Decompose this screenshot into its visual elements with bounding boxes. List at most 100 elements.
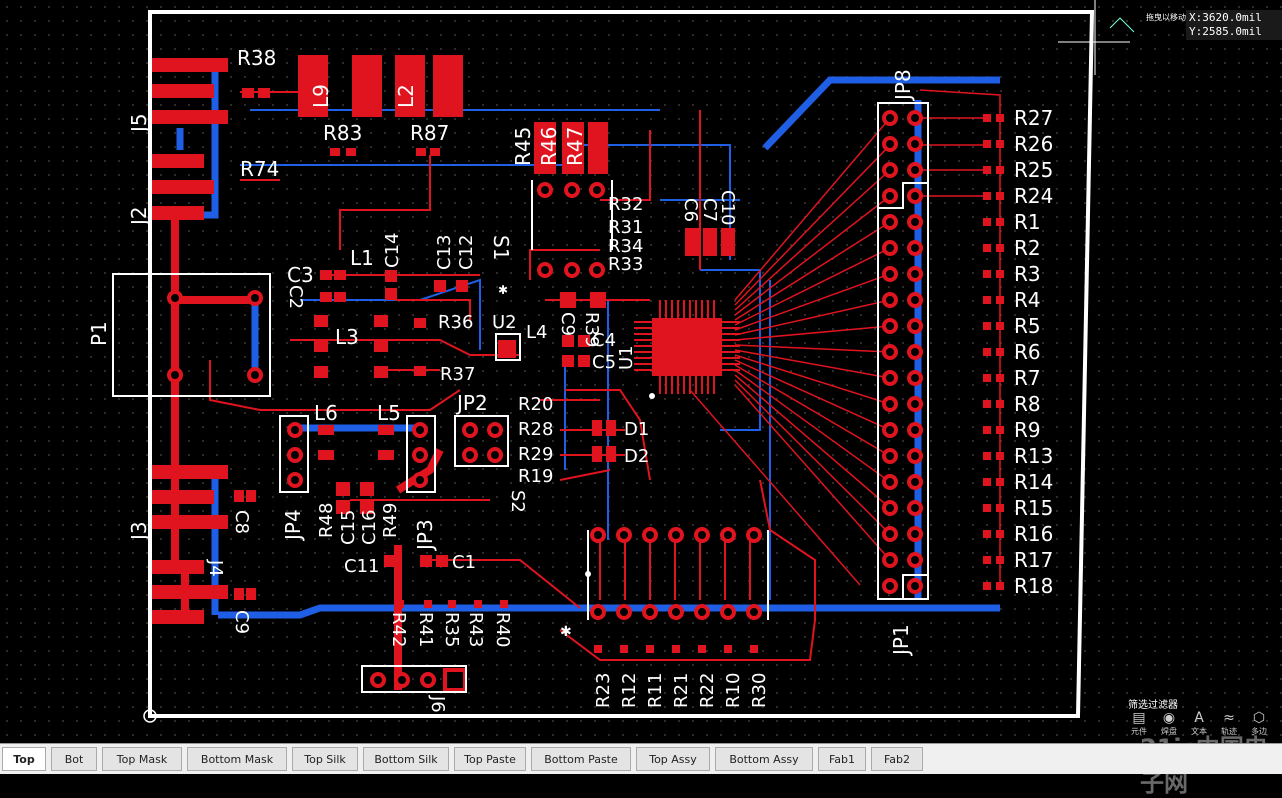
label-r16: R16 xyxy=(1014,522,1053,546)
tab-top-silk[interactable]: Top Silk xyxy=(292,747,358,771)
u1-chip xyxy=(634,300,740,394)
label-r29: R29 xyxy=(518,444,553,465)
filter-track-button[interactable]: ≈轨迹 xyxy=(1216,710,1242,740)
label-r2: R2 xyxy=(1014,236,1041,260)
label-r38: R38 xyxy=(237,46,276,70)
connector-pads xyxy=(152,58,228,624)
label-jp1: JP1 xyxy=(889,624,913,657)
label-c7: C7 xyxy=(699,198,720,222)
pcb-board[interactable]: ✱ ✱ R38 J5 J2 R74 L9 R83 L2 R87 R45 R46 … xyxy=(0,0,1282,743)
label-r10: R10 xyxy=(723,673,744,708)
label-p1: P1 xyxy=(87,321,111,346)
label-r7: R7 xyxy=(1014,366,1041,390)
label-j2: J2 xyxy=(127,206,151,227)
label-r20: R20 xyxy=(518,394,553,415)
label-l1: L1 xyxy=(350,246,374,270)
label-j3: J3 xyxy=(127,521,151,542)
label-r83: R83 xyxy=(323,121,362,145)
label-s2: S2 xyxy=(507,490,528,513)
header-pins xyxy=(882,110,923,594)
label-j4: J4 xyxy=(205,559,226,577)
label-r25: R25 xyxy=(1014,158,1053,182)
track-icon: ≈ xyxy=(1223,710,1235,726)
polygon-icon: ⬡ xyxy=(1252,710,1266,726)
component-icon: ▤ xyxy=(1132,710,1146,726)
label-r5: R5 xyxy=(1014,314,1041,338)
label-l5: L5 xyxy=(377,401,401,425)
label-c4: C4 xyxy=(592,330,616,351)
label-r24: R24 xyxy=(1014,184,1053,208)
label-r12: R12 xyxy=(619,673,640,708)
tab-fab2[interactable]: Fab2 xyxy=(871,747,923,771)
filter-polygon-button[interactable]: ⬡多边 xyxy=(1246,710,1272,740)
label-d2: D2 xyxy=(624,446,649,467)
label-r33: R33 xyxy=(608,254,643,275)
tab-top[interactable]: Top xyxy=(2,747,46,771)
filter-component-button[interactable]: ▤元件 xyxy=(1126,710,1152,740)
right-resistor-labels: R27R26R25R24R1R2R3R4R5R6R7R8R9R13R14R15R… xyxy=(1014,106,1053,598)
label-c12: C12 xyxy=(456,235,477,270)
label-r15: R15 xyxy=(1014,496,1053,520)
label-c13: C13 xyxy=(434,235,455,270)
tab-bottom-mask[interactable]: Bottom Mask xyxy=(187,747,287,771)
label-r9: R9 xyxy=(1014,418,1041,442)
right-resistor-pads xyxy=(983,114,1004,590)
label-r28: R28 xyxy=(518,419,553,440)
label-r34: R34 xyxy=(608,236,643,257)
labels: R38 J5 J2 R74 L9 R83 L2 R87 R45 R46 R47 … xyxy=(87,46,915,713)
label-r41: R41 xyxy=(415,612,436,647)
label-u1: U1 xyxy=(616,345,637,370)
label-r11: R11 xyxy=(645,673,666,708)
coordinate-readout: X:3620.0mil Y:2585.0mil xyxy=(1186,10,1282,40)
pad-icon: ◉ xyxy=(1162,710,1176,726)
tab-fab1[interactable]: Fab1 xyxy=(818,747,866,771)
label-r37: R37 xyxy=(440,364,475,385)
label-r87: R87 xyxy=(410,121,449,145)
label-c9: C9 xyxy=(557,312,578,336)
label-jp4: JP4 xyxy=(281,509,305,542)
label-c5: C5 xyxy=(592,352,616,373)
tab-bottom-paste[interactable]: Bottom Paste xyxy=(531,747,631,771)
label-r74: R74 xyxy=(240,157,279,181)
tab-top-assy[interactable]: Top Assy xyxy=(636,747,710,771)
label-l2: L2 xyxy=(394,84,418,108)
coord-y: Y:2585.0mil xyxy=(1189,25,1262,38)
tab-bottom-assy[interactable]: Bottom Assy xyxy=(715,747,813,771)
label-r36: R36 xyxy=(438,312,473,333)
label-u2: U2 xyxy=(492,312,517,333)
label-j6: J6 xyxy=(427,695,448,713)
label-r22: R22 xyxy=(697,673,718,708)
large-smd xyxy=(298,55,608,174)
label-jp3: JP3 xyxy=(413,519,437,552)
label-c6: C6 xyxy=(680,198,701,222)
label-c8: C8 xyxy=(231,510,252,534)
label-c14: C14 xyxy=(382,233,403,268)
label-r42: R42 xyxy=(388,612,409,647)
label-r19: R19 xyxy=(518,466,553,487)
tab-top-paste[interactable]: Top Paste xyxy=(454,747,526,771)
label-r48: R48 xyxy=(316,503,337,538)
label-jp8: JP8 xyxy=(891,69,915,102)
filter-pad-button[interactable]: ◉焊盘 xyxy=(1156,710,1182,740)
label-l4: L4 xyxy=(526,322,547,343)
label-r13: R13 xyxy=(1014,444,1053,468)
tab-top-mask[interactable]: Top Mask xyxy=(102,747,182,771)
label-r14: R14 xyxy=(1014,470,1053,494)
label-c3: C3 xyxy=(287,263,314,287)
label-r40: R40 xyxy=(492,612,513,647)
label-r49: R49 xyxy=(380,503,401,538)
label-r39: R39 xyxy=(581,312,602,347)
label-r21: R21 xyxy=(671,673,692,708)
label-r4: R4 xyxy=(1014,288,1041,312)
label-r17: R17 xyxy=(1014,548,1053,572)
label-r32: R32 xyxy=(608,194,643,215)
label-d1: D1 xyxy=(624,419,649,440)
label-c9-bottom: C9 xyxy=(231,610,252,634)
label-r43: R43 xyxy=(465,612,486,647)
label-r3: R3 xyxy=(1014,262,1041,286)
tab-bot[interactable]: Bot xyxy=(51,747,97,771)
label-r23: R23 xyxy=(593,673,614,708)
tab-bottom-silk[interactable]: Bottom Silk xyxy=(363,747,449,771)
